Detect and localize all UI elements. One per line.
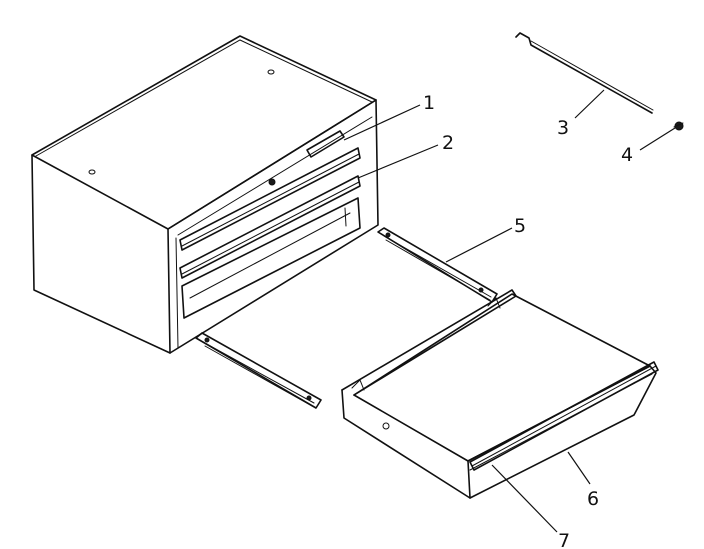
callout-4: 4 [621,144,633,166]
callout-7: 7 [558,530,570,549]
leader-5 [445,227,513,263]
leader-lines [343,89,676,533]
tool-chest-cabinet [31,35,379,354]
drawer-opening [181,197,361,319]
leader-7 [491,464,558,533]
drawer-stop-rod [515,32,654,114]
drawer-slide-left [195,332,322,409]
callout-labels: 1 2 3 4 5 6 7 [423,92,633,549]
leader-1 [343,104,421,141]
leader-6 [567,451,591,485]
drawer-slide-right [377,227,498,303]
top-hole [88,169,96,175]
drawer-screw [382,422,390,430]
leader-3 [574,89,605,119]
cabinet-side-panel [31,154,171,354]
callout-3: 3 [557,117,569,139]
lock-cylinder [268,178,276,186]
drawer-front [467,365,657,499]
callout-5: 5 [514,215,526,237]
drawer-pull-trim [469,361,659,471]
drawer-trim-upper [179,147,361,251]
top-hole [267,69,275,75]
callout-6: 6 [587,488,599,510]
leader-2 [357,144,439,179]
drawer-floor [353,293,651,462]
label-plate [306,130,345,158]
drawer-side [341,389,471,499]
screw [673,121,684,131]
drawer [341,289,657,499]
leader-4 [639,127,676,151]
callout-1: 1 [423,92,435,114]
drawer-trim-middle [179,175,361,279]
callout-2: 2 [442,132,454,154]
cabinet-front-panel [167,99,379,354]
